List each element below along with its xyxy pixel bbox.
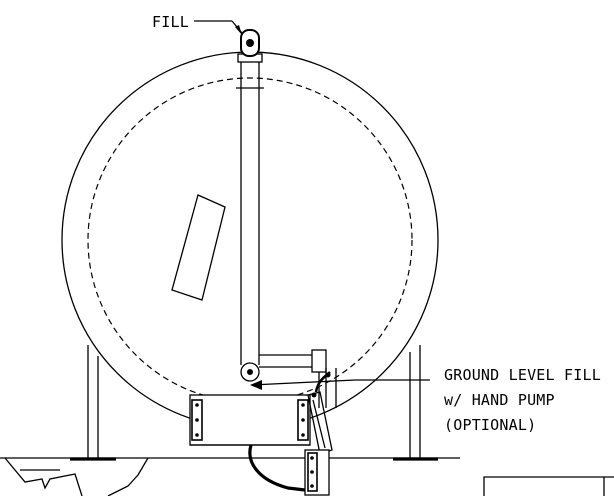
lower-pump-unit [304, 449, 330, 496]
tank-inner-wall [87, 77, 413, 403]
pump-hoses [248, 371, 331, 492]
ground-level-fill-callout: GROUND LEVEL FILL w/ HAND PUMP (OPTIONAL… [250, 366, 601, 434]
hand-pump-label: w/ HAND PUMP [444, 391, 555, 409]
pump-lever [307, 391, 333, 455]
optional-label: (OPTIONAL) [444, 416, 536, 434]
fill-pipe [236, 29, 264, 382]
angled-plate [171, 194, 226, 301]
hand-pump-housing [189, 394, 311, 446]
pump-branch-pipe [259, 349, 337, 408]
tank-supports [87, 345, 421, 458]
ground-line [0, 457, 460, 496]
fill-label: FILL [152, 13, 189, 31]
title-block-corner [483, 476, 614, 496]
fill-callout: FILL [152, 13, 243, 35]
ground-level-fill-label: GROUND LEVEL FILL [444, 366, 601, 384]
